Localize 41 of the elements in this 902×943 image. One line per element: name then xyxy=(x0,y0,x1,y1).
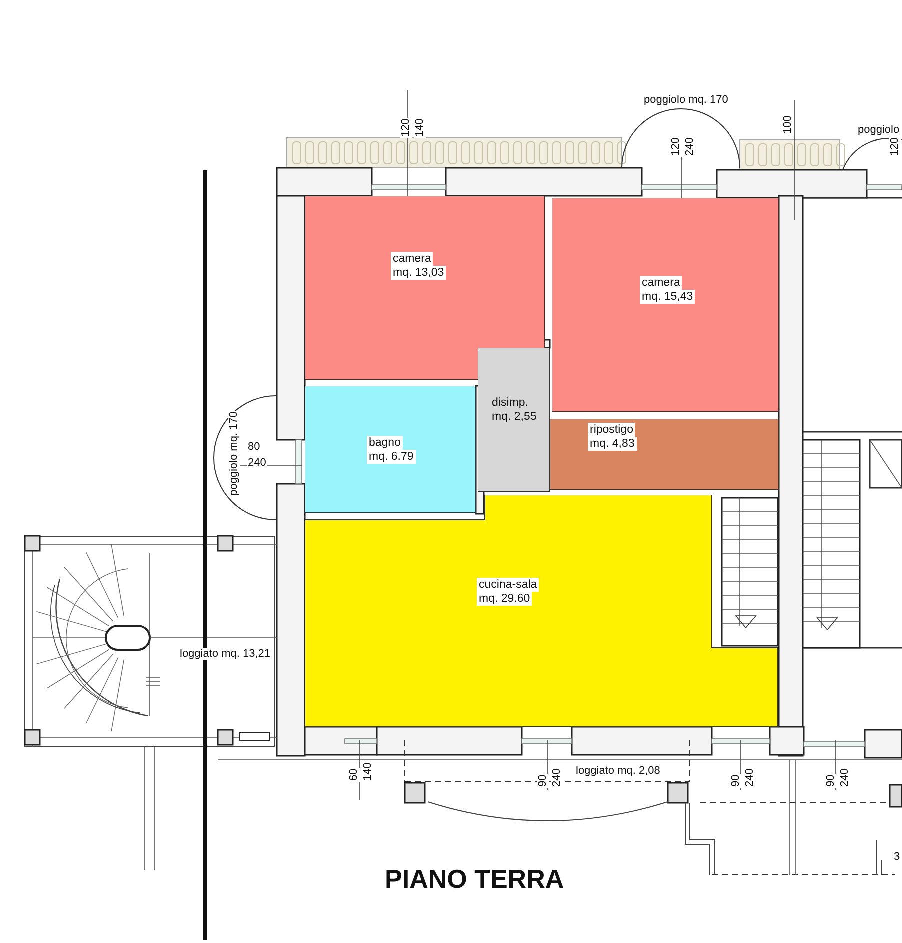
room-area: mq. 29.60 xyxy=(477,592,532,606)
dimension-text: 240 xyxy=(684,136,696,157)
dimension-text: 240 xyxy=(839,768,851,788)
room xyxy=(478,348,550,492)
dimension-text: 3 xyxy=(893,851,902,863)
room-area: mq. 6.79 xyxy=(367,450,416,464)
room-name: cucina-sala xyxy=(477,578,540,592)
dimension-text: 240 xyxy=(744,768,756,788)
loggia-label: loggiato mq. 13,21 xyxy=(179,648,272,660)
room xyxy=(550,419,779,490)
dimension-text: 120 xyxy=(889,136,901,157)
dimension-text: 80 xyxy=(247,441,262,453)
balcony-label: poggiolo xyxy=(857,124,901,136)
dimension-text: 90 xyxy=(537,774,549,788)
room xyxy=(552,198,779,412)
room-name: camera xyxy=(640,276,682,290)
dimension-text: 240 xyxy=(247,457,268,469)
room-name: ripostigo xyxy=(588,423,636,437)
dimension-text: 90 xyxy=(825,774,837,788)
dimension-text: 100 xyxy=(782,114,794,135)
floor-title: PIANO TERRA xyxy=(385,864,564,895)
room-area: mq. 2,55 xyxy=(490,410,539,424)
dimension-text: 140 xyxy=(362,762,374,782)
dimension-text: 60 xyxy=(348,768,360,782)
loggia-label: loggiato mq. 2,08 xyxy=(575,765,662,777)
room xyxy=(305,386,476,513)
room-name: disimp. xyxy=(491,396,530,410)
dimension-text: 140 xyxy=(414,118,426,138)
balcony-label: poggiolo mq. 170 xyxy=(228,410,240,497)
room-area: mq. 4,83 xyxy=(588,437,637,451)
room xyxy=(305,196,545,380)
dimension-text: 90 xyxy=(730,774,742,788)
balcony-label: poggiolo mq. 170 xyxy=(643,94,730,106)
room xyxy=(305,495,778,727)
room-name: camera xyxy=(391,252,434,266)
dimension-text: 120 xyxy=(670,136,682,157)
dimension-text: 120 xyxy=(400,118,412,138)
dimension-text: 240 xyxy=(551,768,563,788)
room-name: bagno xyxy=(367,436,403,450)
room-area: mq. 13,03 xyxy=(391,266,446,280)
room-area: mq. 15,43 xyxy=(640,290,696,304)
